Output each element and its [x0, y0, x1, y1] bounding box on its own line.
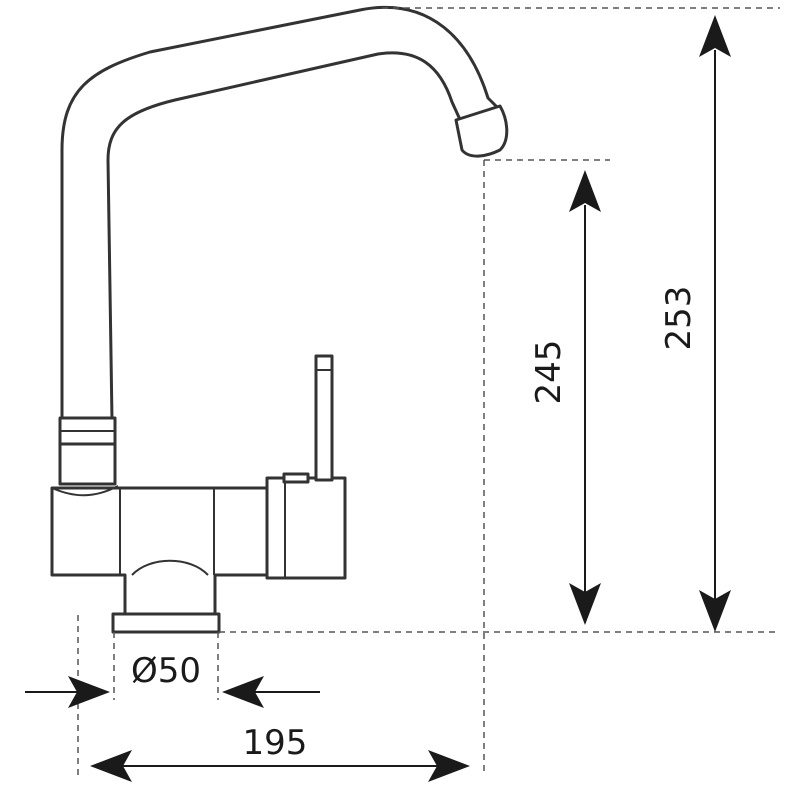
- spout-outlet: [454, 104, 509, 158]
- arrow-left-icon: [222, 676, 264, 708]
- arrow-left-icon: [90, 750, 132, 782]
- arrow-up-icon: [699, 15, 731, 57]
- dimension-total-height: 253: [659, 15, 731, 632]
- dimension-spout-height: 245: [529, 170, 601, 625]
- mixer-lever: [314, 354, 334, 482]
- dimension-base-diameter: Ø50: [25, 651, 320, 708]
- arrow-up-icon: [569, 170, 601, 212]
- dimension-label-245: 245: [529, 340, 569, 405]
- arrow-right-icon: [428, 750, 470, 782]
- faucet-spout: [60, 5, 509, 422]
- dimension-label-diameter: Ø50: [131, 651, 201, 691]
- mixer-cartridge: [265, 472, 347, 580]
- extension-lines: [77, 7, 780, 775]
- dimension-reach: 195: [90, 723, 470, 782]
- dimension-label-253: 253: [659, 286, 699, 351]
- arrow-down-icon: [699, 590, 731, 632]
- arrow-right-icon: [68, 676, 110, 708]
- base-plate: [111, 612, 221, 634]
- swivel-collar: [58, 416, 117, 486]
- dimension-label-195: 195: [243, 723, 308, 763]
- arrow-down-icon: [569, 583, 601, 625]
- faucet-body: [50, 485, 270, 617]
